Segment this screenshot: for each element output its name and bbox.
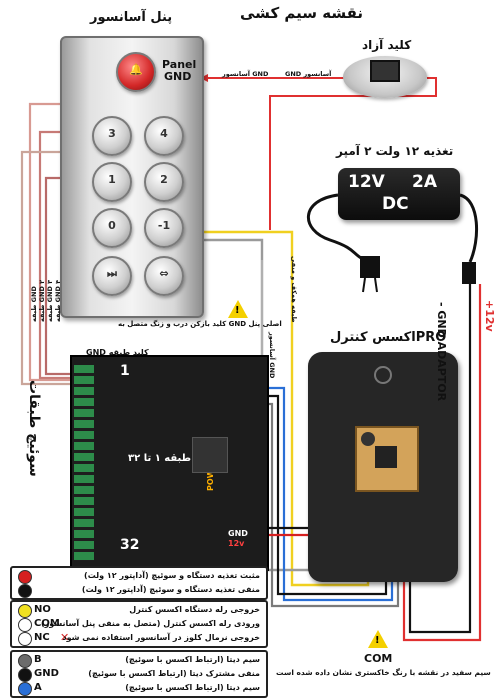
power-adaptor: 12V 2A DC (338, 168, 460, 220)
legend-data: B سیم دیتا (ارتباط اکسس با سوئیچ) GND من… (10, 650, 268, 698)
door-close-button: ⏭ (92, 256, 132, 296)
adaptor-dc: DC (382, 194, 409, 214)
floor-button-4: 4 (144, 116, 184, 156)
floor-switch-board: 1 طبقه ۱ تا ۳۲ 32 POWER GND 12v (70, 355, 269, 571)
floor-key-label-4: طبقه GND ۴ (54, 279, 62, 322)
legend-dot-black (18, 584, 32, 598)
vertical-gnd-label: آسانسور GND (268, 332, 276, 379)
legend-nc-code: NC (34, 632, 50, 643)
board-terminal-strip (74, 365, 94, 561)
adaptor-amp: 2A (412, 172, 437, 192)
legend-b-text: سیم دیتا (ارتباط اکسس با سوئیچ) (125, 655, 260, 664)
legend-dot-blue (18, 682, 32, 696)
floor-key-label-2: طبقه GND ۲ (38, 279, 46, 322)
legend-dot-yellow (18, 604, 32, 618)
access-pcb (355, 426, 419, 492)
legend-b-code: B (34, 654, 42, 665)
com-note-code: COM (364, 652, 393, 665)
door-open-button: ⇔ (144, 256, 184, 296)
legend-gnd-code: GND (34, 668, 59, 679)
floor-key-label-1: طبقه GND (30, 286, 38, 322)
key-switch-icon (370, 60, 400, 82)
legend-power-negative: منفی تغذیه دستگاه و سوئیچ (آداپتور ۱۲ ول… (81, 585, 260, 594)
legend-dot-nc (18, 632, 32, 646)
legend-dot-black2 (18, 668, 32, 682)
warning-icon-com: ! (368, 630, 388, 648)
floor-button-minus1: -1 (144, 208, 184, 248)
board-gnd-key-label: GND کلید طبقه (86, 348, 149, 357)
board-side-title: سوئیچ طبقات (26, 380, 42, 477)
diagram-title: نقشه سیم کشی (240, 4, 364, 22)
access-side-label: - GND ADAPTOR (435, 302, 448, 402)
board-chip-icon (192, 437, 228, 473)
legend-power-positive: مثبت تغذیه دستگاه و سوئیچ (آداپتور ۱۲ ول… (84, 571, 260, 580)
board-floor-range: طبقه ۱ تا ۳۲ (128, 453, 192, 464)
legend-nc-cross-icon: ✕ (60, 631, 70, 644)
floor-button-2: 2 (144, 162, 184, 202)
key-title: کلید آزاد (362, 38, 412, 52)
adaptor-volt: 12V (348, 172, 385, 192)
board-gnd12: GND (228, 529, 248, 538)
legend-a-text: سیم دیتا (ارتباط اکسس با سوئیچ) (125, 683, 260, 692)
power-title: تغذیه ۱۲ ولت ۲ آمپر (336, 144, 454, 158)
legend-relay: NO خروجی رله دستگاه اکسس کنترل COM ورودی… (10, 600, 268, 648)
board-v12: 12v (228, 539, 245, 548)
elevator-panel: 🔔 4 3 2 1 -1 0 ⏭ ⇔ (60, 36, 204, 318)
floor-button-1: 1 (92, 162, 132, 202)
legend-no-code: NO (34, 604, 51, 615)
legend-dot-red (18, 570, 32, 584)
legend-nc-text: خروجی نرمال کلوز در آسانسور استفاده نمی … (62, 633, 261, 642)
warning-icon-door: ! (228, 300, 248, 318)
alarm-bell-button: 🔔 (116, 52, 156, 92)
panel-label: Panel (162, 58, 197, 71)
legend-dot-white (18, 618, 32, 632)
floor-button-3: 3 (92, 116, 132, 156)
vertical-floor-label: طبقه همکف و منفی (290, 256, 298, 323)
legend-no-text: خروجی رله دستگاه اکسس کنترل (129, 605, 260, 614)
door-note: کلید بازکن درب و زنگ متصل به GND اصلی پن… (118, 320, 282, 328)
key-wire-label: آسانسور GND (222, 70, 269, 78)
legend-power: مثبت تغذیه دستگاه و سوئیچ (آداپتور ۱۲ ول… (10, 566, 268, 600)
panel-title: پنل آسانسور (90, 10, 173, 25)
legend-gnd-text: منفی مشترک دیتا (ارتباط اکسس با سوئیچ) (88, 669, 260, 678)
legend-com-code: COM (34, 618, 60, 629)
access-title: اکسس کنترلPRO (330, 330, 447, 345)
panel-gnd-label: GND (164, 70, 192, 83)
access-plus-label: +12v (483, 300, 496, 332)
floor-button-0: 0 (92, 208, 132, 248)
pcb-relay-icon (361, 432, 375, 446)
lock-icon (374, 366, 392, 384)
legend-a-code: A (34, 682, 42, 693)
floor-key-label-3: طبقه GND ۳ (46, 279, 54, 322)
board-n32: 32 (120, 537, 140, 553)
legend-dot-grey (18, 654, 32, 668)
board-n1: 1 (120, 363, 130, 379)
com-note-text: سیم سفید در نقشه با رنگ خاکستری نشان داد… (276, 668, 491, 677)
key-wire-label-2: GND آسانسور (285, 70, 332, 78)
pcb-chip-icon (375, 446, 397, 468)
legend-com-text: ورودی رله اکسس کنترل (متصل به منفی پنل آ… (41, 619, 260, 628)
